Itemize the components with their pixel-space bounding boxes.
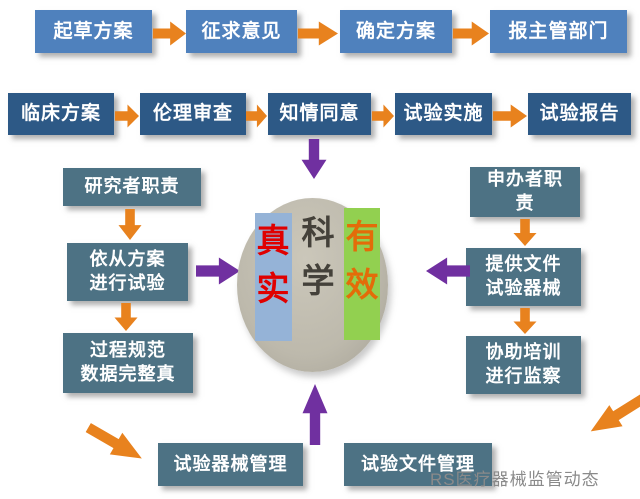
arrow-right-icon xyxy=(196,257,240,285)
process-standard-box: 过程规范 数据完整真 xyxy=(63,333,193,393)
top-flow-step-draft-label: 起草方案 xyxy=(53,20,134,42)
arrow-down-icon xyxy=(114,303,138,331)
device-management-label: 试验器械管理 xyxy=(173,453,288,474)
provide-documents-box: 提供文件 试验器械 xyxy=(466,248,581,306)
second-flow-step-informed-consent-label: 知情同意 xyxy=(279,103,360,125)
top-flow-step-confirm: 确定方案 xyxy=(340,10,452,53)
arrow-down-icon xyxy=(513,308,537,334)
arrow-down-icon xyxy=(513,219,537,246)
researcher-duties-box: 研究者职责 xyxy=(63,168,201,206)
watermark-text: RS医疗器械监管动态 xyxy=(430,470,600,489)
document-management-label: 试验文件管理 xyxy=(361,453,475,474)
arrow-right-icon xyxy=(372,104,394,128)
assist-training-box: 协助培训 进行监察 xyxy=(466,336,581,394)
second-flow-step-ethics-review: 伦理审查 xyxy=(140,93,246,135)
arrow-right-icon xyxy=(453,21,489,46)
arrow-diagonal-left-icon xyxy=(584,388,640,443)
arrow-down-icon xyxy=(118,209,142,240)
second-flow-step-ethics-review-label: 伦理审查 xyxy=(152,103,233,125)
second-flow-step-trial-implementation-label: 试验实施 xyxy=(403,103,484,125)
top-flow-step-consult: 征求意见 xyxy=(186,10,297,53)
true-principle-bar xyxy=(255,213,292,341)
second-flow-step-trial-report: 试验报告 xyxy=(528,93,631,135)
arrow-right-icon xyxy=(153,21,186,46)
top-flow-step-report: 报主管部门 xyxy=(490,10,627,53)
device-management-box: 试验器械管理 xyxy=(158,443,303,486)
arrow-down-icon xyxy=(301,139,327,179)
top-flow-step-consult-label: 征求意见 xyxy=(201,20,282,42)
principle-effective-text: 有 效 xyxy=(345,220,379,304)
second-flow-step-trial-report-label: 试验报告 xyxy=(539,103,620,125)
arrow-up-icon xyxy=(302,384,328,445)
second-flow-step-trial-implementation: 试验实施 xyxy=(395,93,492,135)
sponsor-duties-label: 申办者职 责 xyxy=(487,169,563,213)
arrow-right-icon xyxy=(298,21,338,46)
arrow-right-icon xyxy=(246,104,267,128)
top-flow-step-confirm-label: 确定方案 xyxy=(355,20,436,42)
document-management-box: 试验文件管理 xyxy=(344,443,492,486)
top-flow-step-draft: 起草方案 xyxy=(35,10,152,53)
second-flow-step-informed-consent: 知情同意 xyxy=(268,93,371,135)
center-principles-ellipse: 真 实 科 学 有 效 xyxy=(237,198,388,372)
provide-documents-label: 提供文件 试验器械 xyxy=(485,254,562,298)
sponsor-duties-box: 申办者职 责 xyxy=(470,167,580,217)
top-flow-step-report-label: 报主管部门 xyxy=(508,20,609,42)
principle-true-text: 真 实 xyxy=(256,224,290,308)
process-standard-label: 过程规范 数据完整真 xyxy=(80,340,176,384)
effective-principle-bar xyxy=(344,208,380,340)
second-flow-step-clinical-plan: 临床方案 xyxy=(8,93,114,135)
researcher-duties-label: 研究者职责 xyxy=(84,176,180,197)
follow-plan-box: 依从方案 进行试验 xyxy=(67,243,188,301)
principle-science-text: 科 学 xyxy=(301,216,335,300)
arrow-right-icon xyxy=(493,104,527,128)
second-flow-step-clinical-plan-label: 临床方案 xyxy=(20,103,101,125)
arrow-diagonal-right-icon xyxy=(82,416,149,470)
follow-plan-label: 依从方案 进行试验 xyxy=(89,249,166,293)
arrow-left-icon xyxy=(426,257,470,285)
arrow-right-icon xyxy=(115,104,139,128)
assist-training-label: 协助培训 进行监察 xyxy=(485,342,562,386)
